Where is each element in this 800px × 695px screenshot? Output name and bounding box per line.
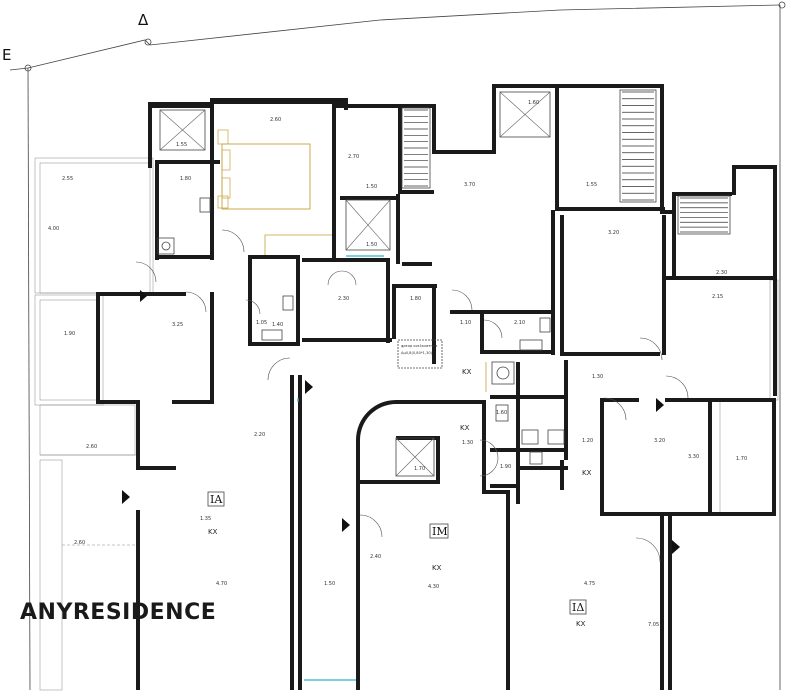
entrance-arrow-top xyxy=(140,290,147,302)
dim-label: 2.60 xyxy=(270,117,281,123)
elevator-note: φρεαρ ανελκυστηρα Αμ0,8(0,80*1,30) xyxy=(397,339,443,369)
setback-lines xyxy=(40,454,136,546)
dim-label: 4.75 xyxy=(584,581,595,587)
dim-label: 1.90 xyxy=(500,464,511,470)
entrance-arrows xyxy=(122,290,680,554)
dim-label: 1.80 xyxy=(180,176,191,182)
dim-label: 1.80 xyxy=(410,296,421,302)
shafts xyxy=(159,91,551,477)
dim-label: 1.55 xyxy=(176,142,187,148)
dim-label: 3.20 xyxy=(608,230,619,236)
dim-label: 1.50 xyxy=(366,184,377,190)
unit-label-right: ΙΔ xyxy=(572,601,584,614)
dim-label: 3.25 xyxy=(172,322,183,328)
dim-label: 2.10 xyxy=(514,320,525,326)
dim-label: 1.90 xyxy=(64,331,75,337)
dim-label: 1.20 xyxy=(582,438,593,444)
dim-label: 1.60 xyxy=(528,100,539,106)
dim-label: 2.30 xyxy=(716,270,727,276)
dim-label: 3.70 xyxy=(464,182,475,188)
dim-label: 2.60 xyxy=(86,444,97,450)
dim-label: 1.70 xyxy=(736,456,747,462)
dim-label: 1.05 xyxy=(256,320,267,326)
dim-label: 1.70 xyxy=(414,466,425,472)
watermark-brand: ANYRESIDENCE xyxy=(20,600,217,625)
kx-label-right: KX xyxy=(576,620,586,628)
bed xyxy=(217,129,332,255)
dim-label: 2.30 xyxy=(338,296,349,302)
dim-label: 1.50 xyxy=(324,581,335,587)
dim-label: 1.30 xyxy=(462,440,473,446)
dim-label: 1.50 xyxy=(366,242,377,248)
stairs xyxy=(401,89,731,235)
kx-label-right-hall: KX xyxy=(582,469,592,477)
dim-label: 2.40 xyxy=(370,554,381,560)
dimension-labels: 2.60 1.55 2.70 1.80 2.55 4.00 1.50 1.50 … xyxy=(48,100,747,628)
dim-label: 2.60 xyxy=(74,540,85,546)
dim-label: 4.00 xyxy=(48,226,59,232)
entrance-arrow-left xyxy=(122,490,130,504)
unit-label-left: ΙΑ xyxy=(210,493,223,506)
entrance-arrow-right xyxy=(672,540,680,554)
dim-label: 1.10 xyxy=(460,320,471,326)
dim-label: 2.55 xyxy=(62,176,73,182)
kx-label-middle: KX xyxy=(432,564,442,572)
dim-label: 3.30 xyxy=(688,454,699,460)
survey-point-delta: Δ xyxy=(138,11,149,29)
kx-label-left: KX xyxy=(208,528,218,536)
unit-labels: ΙΑ KX ΙΜ KX ΙΔ KX KX KX KX xyxy=(207,368,592,628)
dim-label: 2.70 xyxy=(348,154,359,160)
note-line-1: φρεαρ ανελκυστηρα xyxy=(401,344,438,348)
kx-label-lobby: KX xyxy=(462,368,472,376)
note-line-2: Αμ0,8(0,80*1,30) xyxy=(401,351,433,355)
dim-label: 1.40 xyxy=(272,322,283,328)
fixtures xyxy=(157,197,565,465)
dim-label: 1.30 xyxy=(592,374,603,380)
dim-label: 2.20 xyxy=(254,432,265,438)
entrance-arrow-middle xyxy=(342,518,350,532)
door-frames xyxy=(297,255,487,681)
dim-label: 7.05 xyxy=(648,622,659,628)
dim-label: 1.55 xyxy=(586,182,597,188)
property-boundary: Δ E xyxy=(2,1,786,691)
dim-label: 1.60 xyxy=(496,410,507,416)
unit-label-middle: ΙΜ xyxy=(432,525,448,538)
kx-label-corridor: KX xyxy=(460,424,470,432)
dim-label: 4.30 xyxy=(428,584,439,590)
walls xyxy=(96,84,777,690)
entrance-arrow-right-room xyxy=(656,398,664,412)
entrance-arrow-corridor xyxy=(305,380,313,394)
dim-label: 4.70 xyxy=(216,581,227,587)
dim-label: 2.15 xyxy=(712,294,723,300)
dim-label: 1.35 xyxy=(200,516,211,522)
doors xyxy=(135,229,689,563)
survey-point-epsilon: E xyxy=(2,46,11,64)
dim-label: 3.20 xyxy=(654,438,665,444)
